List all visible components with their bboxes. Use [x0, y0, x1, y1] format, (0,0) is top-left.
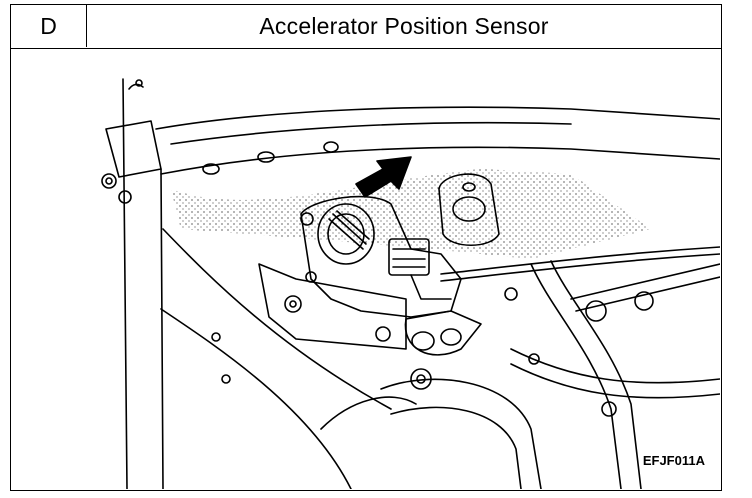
throttle-cable	[440, 246, 720, 282]
callout-arrow	[355, 156, 412, 198]
fender-bracket	[101, 120, 162, 204]
link-joint	[404, 310, 482, 356]
figure-code: EFJF011A	[642, 453, 705, 468]
stippled-panel	[171, 169, 651, 259]
section-letter: D	[11, 5, 87, 47]
right-reservoir	[438, 173, 500, 246]
bolt-detail	[221, 374, 231, 384]
sensor-mount-plate	[211, 263, 407, 350]
lower-round-part	[320, 368, 542, 489]
sensor-body	[300, 195, 462, 318]
header-bar: D Accelerator Position Sensor	[11, 5, 721, 49]
document-frame: D Accelerator Position Sensor	[10, 4, 722, 491]
frame-rail	[155, 106, 720, 175]
left-pillar	[122, 78, 164, 489]
bolt-detail-2	[601, 401, 617, 417]
lower-panel-edge-2	[160, 308, 352, 489]
lower-panel-edge	[162, 228, 392, 410]
page-title: Accelerator Position Sensor	[259, 12, 549, 39]
engine-bay-illustration	[101, 78, 720, 489]
pipe-bundle	[504, 260, 720, 489]
